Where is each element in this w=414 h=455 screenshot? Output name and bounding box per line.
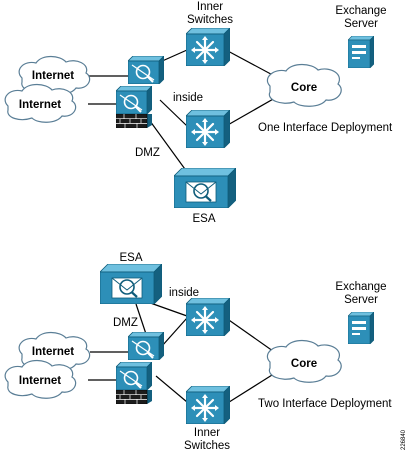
core-label: Core [291,82,317,94]
core-cloud: Core [266,339,342,383]
router-icon [128,56,164,84]
esa-label: ESA [119,252,142,264]
dmz-label: DMZ [135,147,160,159]
internet-label: Internet [32,346,74,358]
figure-id: 226840 [401,429,407,450]
inner-switches-label: Switches [184,440,230,452]
esa-appliance-icon [100,264,162,304]
link [149,120,191,177]
one-interface-diagram: Internet Internet Core Inner Switches Ex… [4,1,393,225]
internet-label: Internet [19,375,61,387]
internet-label: Internet [32,70,74,82]
two-interface-diagram: Internet Internet Core ESA inside DMZ Ex… [4,252,392,452]
firewall-icon [116,362,152,390]
inner-switch-icon [186,28,230,66]
exchange-server-icon [348,36,374,68]
core-cloud: Core [266,63,342,107]
exchange-server-label: Server [344,18,378,30]
esa-label: ESA [192,213,215,225]
internet-cloud: Internet [4,83,77,123]
exchange-server-label: Exchange [335,281,386,293]
router-icon [128,332,164,360]
inner-switch-icon [186,298,230,336]
link [135,303,147,335]
core-label: Core [291,358,317,370]
link [159,99,188,127]
inner-switch-icon [186,110,230,148]
inner-switch-icon [186,386,230,424]
exchange-server-label: Exchange [335,5,386,17]
deployment-caption: Two Interface Deployment [258,398,392,410]
exchange-server-label: Server [344,294,378,306]
link [161,317,188,347]
inside-label: inside [173,92,203,104]
link [159,49,188,63]
inner-switches-label: Switches [187,14,233,26]
inner-switches-label: Inner [197,1,223,13]
exchange-server-icon [348,312,374,344]
firewall-icon [116,86,152,114]
internet-cloud: Internet [4,359,77,399]
inner-switches-label: Inner [194,427,220,439]
internet-label: Internet [19,99,61,111]
dmz-label: DMZ [113,317,138,329]
inside-label: inside [169,287,199,299]
link [225,369,281,405]
esa-appliance-icon [174,168,236,208]
link [155,375,188,403]
deployment-caption: One Interface Deployment [258,122,393,134]
